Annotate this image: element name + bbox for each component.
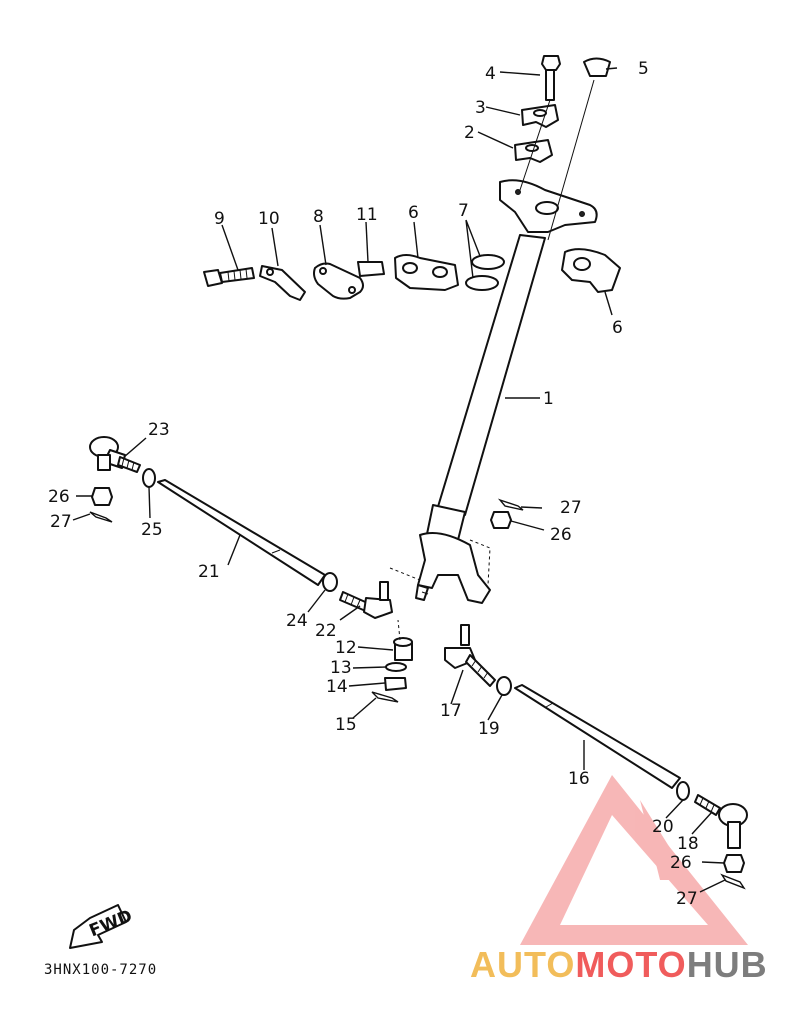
callout-21: 21 — [198, 562, 220, 582]
spacer-11 — [357, 261, 385, 277]
callout-5: 5 — [638, 59, 649, 79]
tie-rod-end-22 — [339, 581, 393, 619]
cotter-pin-27-right-lower — [720, 873, 746, 890]
washer-13 — [385, 662, 407, 672]
nut-26-left — [91, 487, 113, 506]
cotter-pin-27-left — [89, 511, 113, 523]
guide-line — [519, 99, 551, 191]
callout-22: 22 — [315, 621, 337, 641]
tie-rod-end-23 — [89, 436, 141, 473]
nut-19 — [496, 676, 512, 696]
callout-13: 13 — [330, 658, 352, 678]
nut-14 — [384, 677, 407, 691]
cap-5 — [583, 57, 611, 77]
watermark-logo-part3: HUB — [686, 944, 768, 985]
lock-washer-10 — [259, 265, 306, 301]
callout-27-left: 27 — [50, 512, 72, 532]
callout-25: 25 — [141, 520, 163, 540]
callout-2: 2 — [464, 123, 475, 143]
callout-4: 4 — [485, 64, 496, 84]
callout-8: 8 — [313, 207, 324, 227]
callout-16: 16 — [568, 769, 590, 789]
washer-20 — [676, 781, 690, 801]
callout-26-right-upper: 26 — [550, 525, 572, 545]
collars-7 — [465, 254, 505, 291]
callout-26-right-lower: 26 — [670, 853, 692, 873]
callout-27-right-lower: 27 — [676, 889, 698, 909]
callout-23: 23 — [148, 420, 170, 440]
nut-26-right-lower — [723, 854, 745, 873]
drawing-code: 3HNX100-7270 — [44, 962, 158, 978]
nut-26-right-upper — [490, 511, 512, 529]
callout-15: 15 — [335, 715, 357, 735]
bolt-9 — [203, 267, 255, 287]
nut-24 — [322, 572, 338, 592]
callout-18: 18 — [677, 834, 699, 854]
callout-17: 17 — [440, 701, 462, 721]
watermark-logo-part1: AUTO — [470, 944, 576, 985]
callout-6-right: 6 — [612, 318, 623, 338]
cotter-pin-27-right-upper — [497, 498, 524, 511]
tie-rod-end-18 — [694, 794, 748, 849]
tie-rod-16 — [514, 684, 681, 789]
guide-line — [547, 79, 595, 241]
callout-10: 10 — [258, 209, 280, 229]
alignment-lines — [389, 539, 491, 641]
fwd-arrow-icon: FWD — [69, 904, 135, 949]
tie-rod-end-17 — [444, 624, 496, 687]
upper-holder-bracket — [499, 179, 598, 233]
callout-20: 20 — [652, 817, 674, 837]
clamp-6-left — [394, 254, 459, 291]
callout-6-left: 6 — [408, 203, 419, 223]
callout-3: 3 — [475, 98, 486, 118]
callout-11: 11 — [356, 205, 378, 225]
callout-12: 12 — [335, 638, 357, 658]
callout-9: 9 — [214, 209, 225, 229]
washer-25 — [142, 468, 156, 488]
tie-rod-21 — [157, 479, 326, 586]
clamp-6-right — [561, 248, 621, 293]
holder-clamp-3 — [521, 104, 559, 128]
callout-27-right-upper: 27 — [560, 498, 582, 518]
spacer-12 — [393, 637, 413, 661]
watermark-triangle — [520, 775, 748, 945]
callout-26-left: 26 — [48, 487, 70, 507]
callout-19: 19 — [478, 719, 500, 739]
cotter-pin-15 — [371, 691, 399, 703]
callout-24: 24 — [286, 611, 308, 631]
callout-numbers: 4 5 3 2 1 6 6 7 8 9 10 11 12 13 14 15 16… — [48, 59, 699, 909]
callout-7: 7 — [458, 201, 469, 221]
leader-lines — [72, 67, 726, 893]
callout-14: 14 — [326, 677, 348, 697]
watermark-logo: AUTOMOTOHUB — [470, 944, 768, 986]
watermark-logo-part2: MOTO — [575, 944, 687, 985]
steering-column — [415, 234, 546, 604]
callout-1: 1 — [543, 389, 554, 409]
bolt-4 — [541, 55, 561, 101]
plate-8 — [313, 262, 364, 300]
